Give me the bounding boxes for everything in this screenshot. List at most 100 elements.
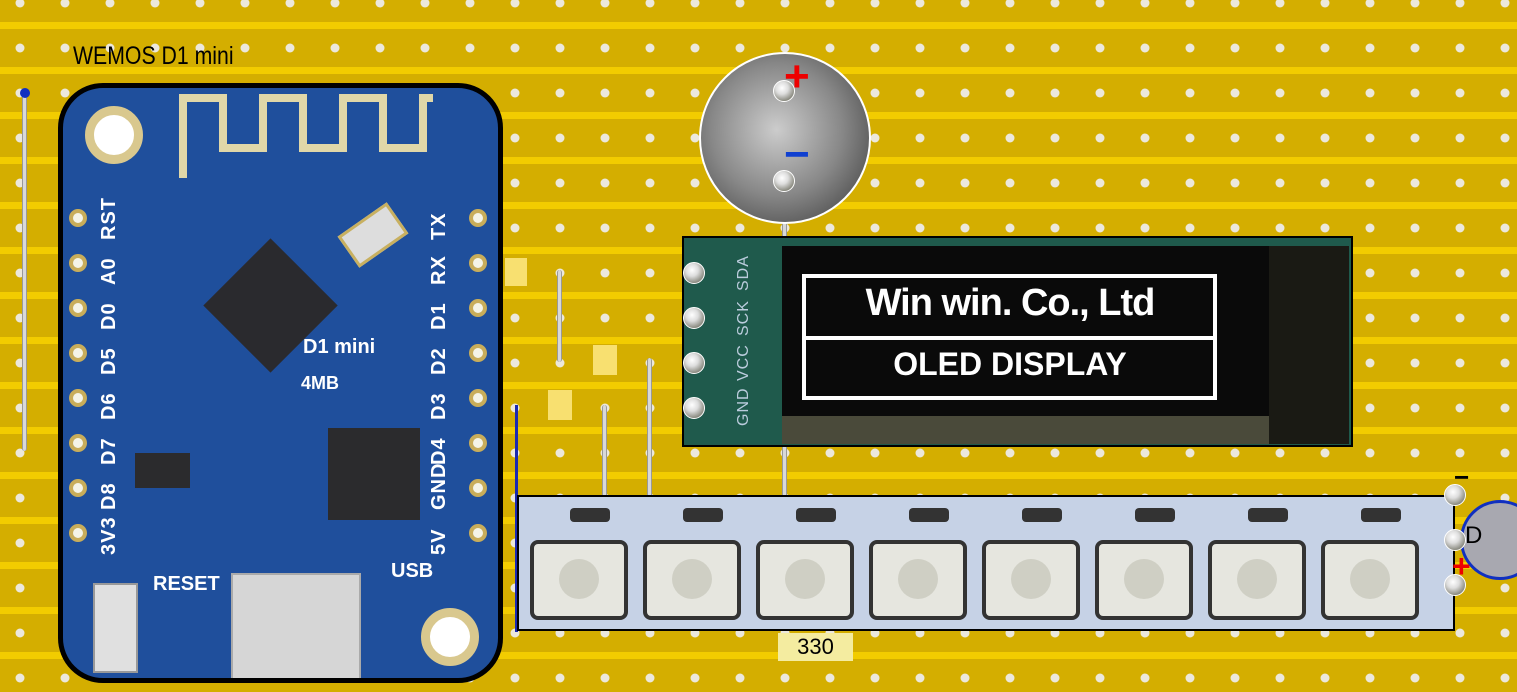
hole[interactable] [1140, 178, 1150, 188]
hole[interactable] [1455, 628, 1465, 638]
hole[interactable] [510, 358, 520, 368]
hole[interactable] [1500, 628, 1510, 638]
hole[interactable] [600, 313, 610, 323]
hole[interactable] [1005, 178, 1015, 188]
hole[interactable] [510, 673, 520, 683]
hole[interactable] [1365, 403, 1375, 413]
hole[interactable] [1455, 133, 1465, 143]
hole[interactable] [60, 673, 70, 683]
hole[interactable] [600, 43, 610, 53]
hole[interactable] [915, 223, 925, 233]
hole[interactable] [870, 88, 880, 98]
hole[interactable] [600, 88, 610, 98]
hole[interactable] [1050, 133, 1060, 143]
hole[interactable] [1095, 223, 1105, 233]
hole[interactable] [600, 0, 610, 8]
hole[interactable] [645, 0, 655, 8]
hole[interactable] [555, 0, 565, 8]
hole[interactable] [1275, 223, 1285, 233]
hole[interactable] [105, 43, 115, 53]
hole[interactable] [1050, 0, 1060, 8]
hole[interactable] [1410, 223, 1420, 233]
hole[interactable] [870, 0, 880, 8]
hole[interactable] [60, 0, 70, 8]
hole[interactable] [1455, 268, 1465, 278]
hole[interactable] [645, 268, 655, 278]
hole[interactable] [1185, 673, 1195, 683]
hole[interactable] [195, 43, 205, 53]
hole[interactable] [960, 88, 970, 98]
hole[interactable] [735, 0, 745, 8]
hole[interactable] [1230, 673, 1240, 683]
hole[interactable] [1500, 313, 1510, 323]
hole[interactable] [1275, 43, 1285, 53]
hole[interactable] [1500, 88, 1510, 98]
hole[interactable] [1185, 0, 1195, 8]
hole[interactable] [1095, 673, 1105, 683]
hole[interactable] [1410, 448, 1420, 458]
hole[interactable] [1095, 0, 1105, 8]
hole[interactable] [240, 0, 250, 8]
hole[interactable] [915, 43, 925, 53]
hole[interactable] [1050, 448, 1060, 458]
hole[interactable] [690, 88, 700, 98]
hole[interactable] [510, 88, 520, 98]
hole[interactable] [960, 0, 970, 8]
hole[interactable] [1455, 0, 1465, 8]
wemos-d1-mini-board[interactable]: D1 mini 4MB RESET USB [58, 83, 503, 683]
hole[interactable] [1140, 0, 1150, 8]
hole[interactable] [1320, 43, 1330, 53]
hole[interactable] [1455, 223, 1465, 233]
hole[interactable] [1410, 673, 1420, 683]
hole[interactable] [735, 43, 745, 53]
hole[interactable] [1005, 0, 1015, 8]
wire[interactable] [22, 93, 27, 451]
wire-endpoint[interactable] [20, 88, 30, 98]
hole[interactable] [1500, 133, 1510, 143]
hole[interactable] [915, 448, 925, 458]
oled-pin[interactable] [683, 262, 705, 284]
wemos-pin-right[interactable] [469, 209, 487, 227]
hole[interactable] [1275, 448, 1285, 458]
hole[interactable] [330, 43, 340, 53]
hole[interactable] [555, 673, 565, 683]
hole[interactable] [465, 43, 475, 53]
hole[interactable] [15, 583, 25, 593]
hole[interactable] [1095, 448, 1105, 458]
hole[interactable] [1365, 268, 1375, 278]
hole[interactable] [1230, 88, 1240, 98]
hole[interactable] [60, 88, 70, 98]
hole[interactable] [1050, 88, 1060, 98]
hole[interactable] [1320, 88, 1330, 98]
hole[interactable] [780, 0, 790, 8]
hole[interactable] [1140, 673, 1150, 683]
hole[interactable] [1500, 583, 1510, 593]
hole[interactable] [1500, 403, 1510, 413]
hole[interactable] [1230, 133, 1240, 143]
wemos-pin-right[interactable] [469, 389, 487, 407]
hole[interactable] [15, 0, 25, 8]
buzzer-pin[interactable] [773, 80, 795, 102]
hole[interactable] [465, 0, 475, 8]
hole[interactable] [330, 0, 340, 8]
hole[interactable] [600, 223, 610, 233]
hole[interactable] [1140, 448, 1150, 458]
hole[interactable] [1365, 178, 1375, 188]
hole[interactable] [825, 673, 835, 683]
hole[interactable] [1005, 133, 1015, 143]
hole[interactable] [1320, 0, 1330, 8]
hole[interactable] [1365, 358, 1375, 368]
hole[interactable] [1455, 403, 1465, 413]
oled-pin[interactable] [683, 352, 705, 374]
hole[interactable] [1365, 673, 1375, 683]
hole[interactable] [1410, 43, 1420, 53]
hole[interactable] [1500, 358, 1510, 368]
wemos-pin-left[interactable] [69, 479, 87, 497]
hole[interactable] [1185, 448, 1195, 458]
reset-button[interactable] [93, 583, 138, 673]
hole[interactable] [1410, 88, 1420, 98]
buzzer-pin[interactable] [773, 170, 795, 192]
hole[interactable] [375, 43, 385, 53]
hole[interactable] [1050, 43, 1060, 53]
hole[interactable] [375, 0, 385, 8]
